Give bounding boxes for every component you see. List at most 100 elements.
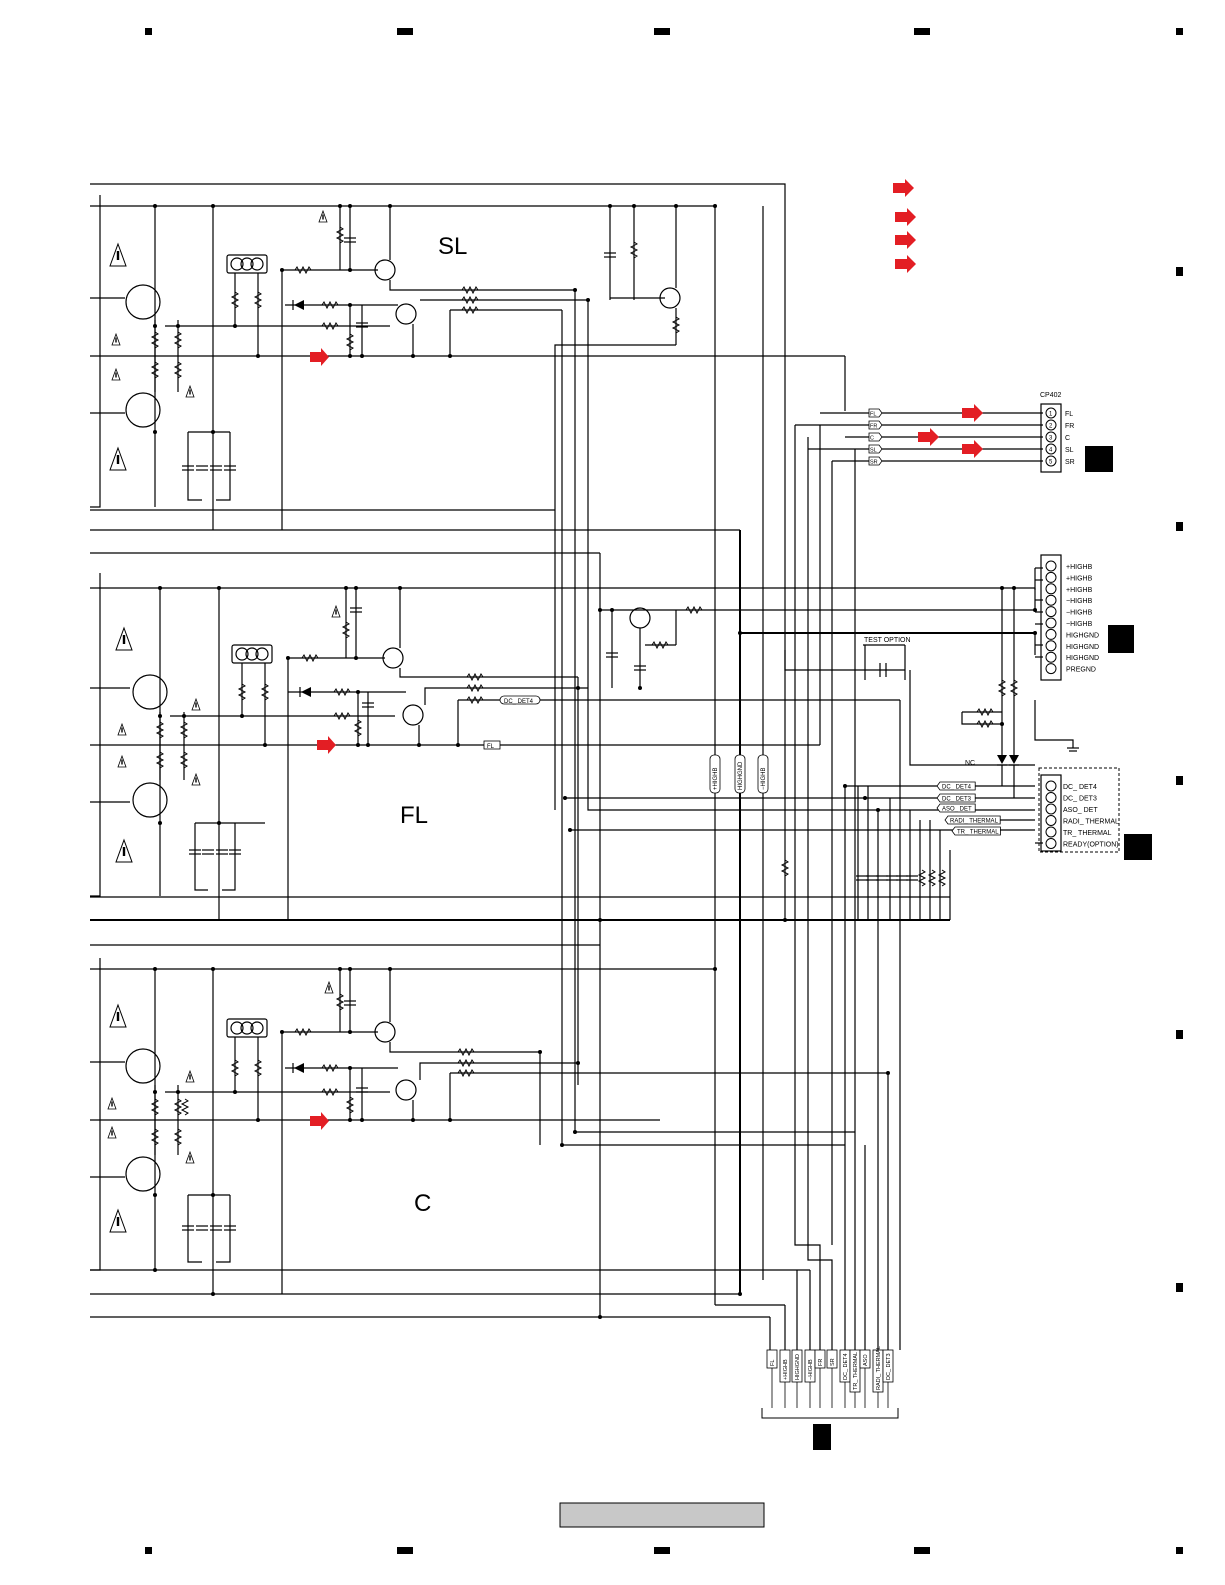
junction-dot [598, 1315, 602, 1319]
det-tag-shape [936, 781, 976, 791]
net-tag-shape [868, 444, 883, 454]
warning-icon [109, 1208, 127, 1233]
junction-dot [568, 828, 572, 832]
resistor [345, 333, 355, 351]
signal-bus [539, 206, 1035, 1350]
resistor [917, 869, 927, 887]
warning-icon [107, 1096, 117, 1110]
warning-mark [116, 455, 120, 464]
cp402-pin-number: 1 [1049, 412, 1053, 418]
warning-icon [107, 1125, 117, 1139]
junction-dot [638, 686, 642, 690]
warning-icon [115, 838, 133, 863]
resistor [294, 265, 312, 275]
resistor [997, 679, 1007, 697]
vertical-tag-label: +HIGHB [713, 767, 719, 790]
board-ref-block-1 [1085, 446, 1113, 472]
vertical-tag-label: HIGHGND [738, 761, 744, 790]
junction-dot [632, 204, 636, 208]
resistor [179, 721, 189, 739]
junction-dot [598, 918, 602, 922]
junction-dot [576, 1061, 580, 1065]
power-pin-label: −HIGHB [1066, 598, 1093, 605]
warning-mark [122, 847, 126, 856]
warning-icon [117, 722, 127, 736]
warning-mark [115, 337, 117, 343]
warning-mark [189, 1074, 191, 1080]
junction-dot [411, 354, 415, 358]
warning-mark [195, 777, 197, 783]
resistor [173, 1128, 183, 1146]
resistor [173, 1098, 183, 1116]
resistor [335, 226, 345, 244]
cp402-pin-label: SL [1065, 447, 1074, 454]
power-pin [1045, 663, 1057, 675]
det-pin [1045, 826, 1057, 838]
cp402-pin [1045, 407, 1057, 419]
resistor [461, 305, 479, 315]
det-pin [1045, 803, 1057, 815]
net-tag-shape [868, 408, 883, 418]
det-tag-label: ASO_ DET [942, 807, 972, 813]
resistor [150, 361, 160, 379]
junction-dot [153, 204, 157, 208]
junction-dot [356, 743, 360, 747]
bottom-tag-label: RADI_ THERMAL [876, 1346, 882, 1390]
warning-mark [121, 759, 123, 765]
warning-mark [328, 985, 330, 991]
section-c [90, 944, 889, 1350]
resistor [651, 640, 669, 650]
det-tag-label: RADI_ THERMAL [950, 819, 999, 825]
resistor [466, 672, 484, 682]
connector-cp402: CP402 [1040, 392, 1062, 473]
net-tag-label: SL [870, 448, 877, 454]
junction-dot [448, 1118, 452, 1122]
warning-mark [322, 214, 324, 220]
resistor [230, 1059, 240, 1077]
junction-dot [560, 1143, 564, 1147]
power-pin-label: +HIGHB [1066, 575, 1093, 582]
resistor [341, 621, 351, 639]
junction-dot [356, 690, 360, 694]
det-pin-label: READY(OPTION) [1063, 842, 1119, 849]
resistor [294, 1027, 312, 1037]
junction-dot [586, 298, 590, 302]
det-tag-shape [944, 815, 1001, 825]
power-pin [1045, 651, 1057, 663]
junction-dot [348, 268, 352, 272]
junction-dot [348, 204, 352, 208]
det-tag-shape [936, 793, 976, 803]
resistor [1009, 679, 1019, 697]
junction-dot [354, 656, 358, 660]
component-marks [150, 226, 1019, 1231]
resistor [927, 869, 937, 887]
junction-dot [366, 743, 370, 747]
warning-icon [117, 754, 127, 768]
fl-tag: FL [483, 740, 501, 750]
junction-dot [713, 204, 717, 208]
junction-dot [1033, 608, 1037, 612]
junction-dot [182, 714, 186, 718]
dc-det4-tag: DC_ DET4 [499, 695, 541, 705]
junction-dot [863, 796, 867, 800]
warning-icon [109, 1003, 127, 1028]
warning-mark [116, 1217, 120, 1226]
junction-dot [233, 1090, 237, 1094]
warning-icon [111, 367, 121, 381]
resistor [457, 1068, 475, 1078]
signal-arrows [310, 348, 983, 1130]
diode [294, 1063, 304, 1073]
junction-dot [211, 430, 215, 434]
det-tag-label: DC_ DET4 [942, 785, 972, 791]
net-tag-label: FL [870, 412, 876, 418]
resistor [180, 1098, 190, 1116]
junction-dot [348, 967, 352, 971]
warning-mark [116, 1012, 120, 1021]
resistor [260, 683, 270, 701]
warning-mark [189, 1155, 191, 1161]
diode [1009, 755, 1019, 764]
warning-mark [111, 1130, 113, 1136]
svg-text:DC_ DET4: DC_ DET4 [504, 699, 534, 705]
net-tag-label: C [870, 436, 874, 442]
